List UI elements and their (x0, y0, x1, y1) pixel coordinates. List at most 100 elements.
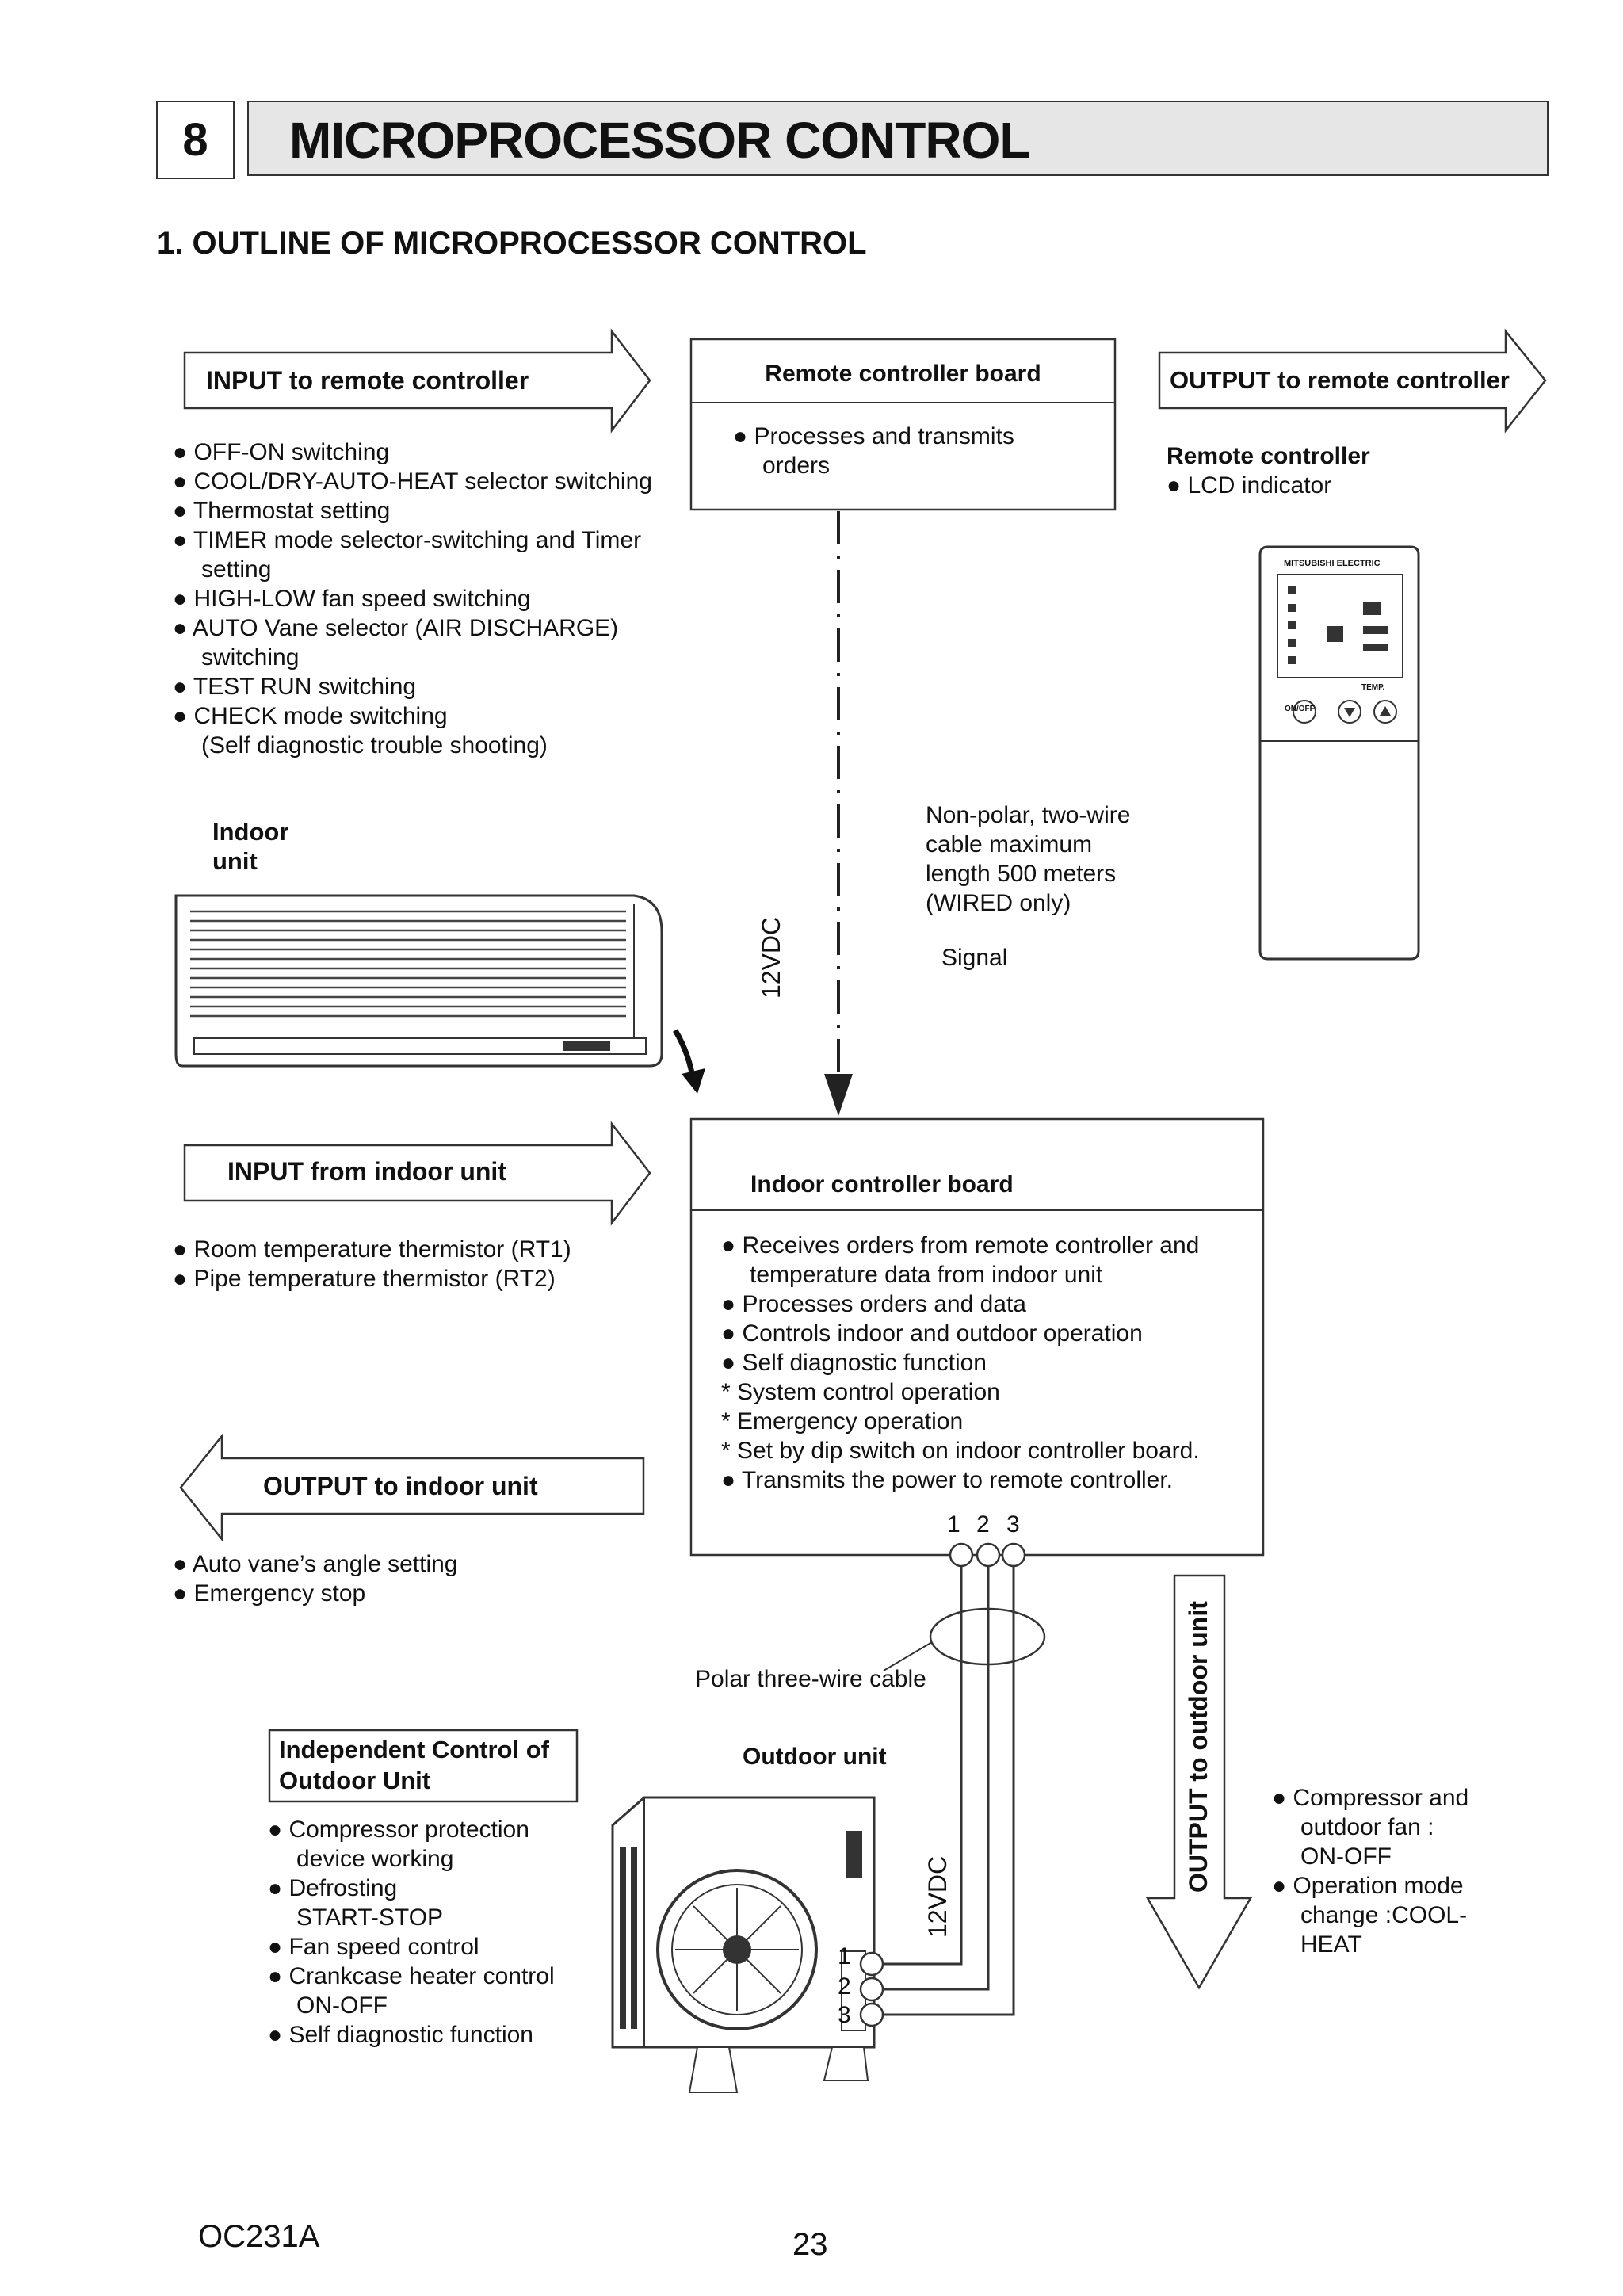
remote-brand: MITSUBISHI ELECTRIC (1284, 559, 1381, 568)
indoor-unit-label: Indoor (212, 818, 289, 846)
list-item: ● Crankcase heater control (268, 1963, 555, 1989)
list-item: ● Processes orders and data (721, 1291, 1026, 1317)
list-item: HEAT (1300, 1931, 1362, 1958)
input-remote-list: ● OFF-ON switching ● COOL/DRY-AUTO-HEAT … (173, 437, 652, 760)
list-item: setting (201, 556, 272, 583)
indoor-terminal-1 (949, 1542, 974, 1568)
input-indoor-label: INPUT from indoor unit (227, 1157, 506, 1186)
remote-controller-device (1258, 545, 1420, 961)
signal-arrowhead (824, 1074, 853, 1116)
list-item: device working (296, 1846, 454, 1872)
remote-temp-label: TEMP. (1361, 683, 1385, 692)
list-item: ● Defrosting (268, 1875, 398, 1901)
voltage-label: 12VDC (757, 916, 785, 999)
list-item: ● TIMER mode selector-switching and Time… (173, 527, 642, 553)
list-item: ● AUTO Vane selector (AIR DISCHARGE) (173, 615, 619, 641)
independent-control-title: Independent Control of (279, 1736, 549, 1763)
input-indoor-list: ● Room temperature thermistor (RT1) ● Pi… (173, 1235, 571, 1293)
list-item: ON-OFF (296, 1992, 388, 2019)
outdoor-unit-device (611, 1796, 884, 2093)
outdoor-terminal-number: 3 (838, 2002, 851, 2028)
output-outdoor-label: OUTPUT to outdoor unit (1184, 1601, 1212, 1893)
input-remote-label: INPUT to remote controller (206, 366, 529, 395)
polar-cable-label: Polar three-wire cable (695, 1666, 926, 1692)
list-item: ● Operation mode (1272, 1873, 1464, 1899)
indoor-board-title: Indoor controller board (750, 1171, 1014, 1198)
remote-board-line: ● Processes and transmits (733, 423, 1014, 449)
list-item: ● Transmits the power to remote controll… (721, 1467, 1174, 1493)
list-item: ● Pipe temperature thermistor (RT2) (173, 1266, 556, 1292)
list-item: switching (201, 644, 300, 670)
output-indoor-arrow (179, 1433, 645, 1542)
list-item: ● Compressor and (1272, 1785, 1469, 1811)
outdoor-voltage-label: 12VDC (923, 1855, 952, 1938)
list-item: ● Self diagnostic function (721, 1350, 987, 1376)
terminal-number: 3 (1006, 1511, 1020, 1538)
section-title: MICROPROCESSOR CONTROL (289, 112, 1030, 169)
cable-note-line: Non-polar, two-wire (926, 802, 1131, 828)
remote-controller-item: ● LCD indicator (1167, 472, 1332, 499)
cable-note-line: cable maximum (926, 831, 1093, 858)
list-item: ● TEST RUN switching (173, 674, 417, 700)
indoor-terminal-2 (976, 1542, 1001, 1568)
output-remote-arrow (1158, 328, 1547, 434)
document-code: OC231A (198, 2219, 320, 2254)
input-indoor-arrow (183, 1121, 651, 1226)
output-remote-label: OUTPUT to remote controller (1170, 366, 1510, 394)
remote-onoff-label: ON/OFF (1285, 705, 1315, 713)
remote-board-title: Remote controller board (765, 361, 1041, 387)
input-remote-arrow (183, 328, 651, 434)
remote-controller-title: Remote controller (1167, 443, 1370, 469)
page-number: 23 (792, 2227, 828, 2262)
terminal-number: 2 (976, 1511, 990, 1538)
list-item: ● Thermostat setting (173, 498, 391, 524)
indoor-board-list: ● Receives orders from remote controller… (721, 1231, 1200, 1495)
indoor-unit-label: unit (212, 847, 258, 875)
indoor-board-box (689, 1117, 1265, 1557)
remote-board-box (689, 338, 1117, 511)
cable-note-line: (WIRED only) (926, 890, 1071, 916)
list-item: (Self diagnostic trouble shooting) (201, 732, 548, 758)
list-item: ● Fan speed control (268, 1934, 479, 1960)
list-item: ● CHECK mode switching (173, 703, 448, 729)
list-item: * System control operation (721, 1379, 1000, 1405)
list-item: ● Emergency stop (173, 1580, 366, 1606)
outdoor-unit-label: Outdoor unit (743, 1744, 887, 1770)
remote-board-line: orders (762, 453, 831, 479)
list-item: ● Auto vane’s angle setting (173, 1551, 458, 1577)
subtitle: 1. OUTLINE OF MICROPROCESSOR CONTROL (157, 226, 867, 261)
output-outdoor-list: ● Compressor and outdoor fan : ON-OFF ● … (1272, 1783, 1468, 1959)
indoor-unit-device (174, 894, 705, 1094)
section-number: 8 (156, 101, 235, 179)
list-item: * Set by dip switch on indoor controller… (721, 1438, 1200, 1464)
polar-three-wire-cable (880, 1566, 1046, 2016)
list-item: ● HIGH-LOW fan speed switching (173, 586, 531, 612)
independent-control-list: ● Compressor protection device working ●… (268, 1815, 555, 2050)
list-item: START-STOP (296, 1904, 444, 1931)
outdoor-terminal-number: 2 (838, 1973, 851, 2000)
list-item: ● COOL/DRY-AUTO-HEAT selector switching (173, 468, 652, 495)
list-item: outdoor fan : (1300, 1814, 1434, 1840)
list-item: ● Receives orders from remote controller… (721, 1232, 1200, 1259)
list-item: ● Room temperature thermistor (RT1) (173, 1236, 571, 1263)
output-indoor-label: OUTPUT to indoor unit (263, 1472, 538, 1500)
list-item: ● Self diagnostic function (268, 2022, 533, 2048)
signal-label: Signal (941, 945, 1008, 971)
list-item: change :COOL- (1300, 1902, 1468, 1928)
indoor-terminal-3 (1001, 1542, 1026, 1568)
list-item: ● OFF-ON switching (173, 439, 390, 465)
list-item: temperature data from indoor unit (750, 1262, 1103, 1288)
outdoor-terminal-number: 1 (838, 1943, 851, 1969)
section-title-box (247, 101, 1549, 176)
list-item: ● Compressor protection (268, 1817, 529, 1843)
independent-control-title: Outdoor Unit (279, 1767, 431, 1794)
list-item: * Emergency operation (721, 1408, 964, 1435)
terminal-number: 1 (947, 1511, 960, 1538)
list-item: ON-OFF (1300, 1843, 1392, 1870)
output-outdoor-arrow (1145, 1574, 1253, 1990)
cable-note-line: length 500 meters (926, 861, 1117, 887)
independent-control-box (268, 1729, 579, 1803)
output-indoor-list: ● Auto vane’s angle setting ● Emergency … (173, 1549, 458, 1608)
list-item: ● Controls indoor and outdoor operation (721, 1320, 1143, 1347)
